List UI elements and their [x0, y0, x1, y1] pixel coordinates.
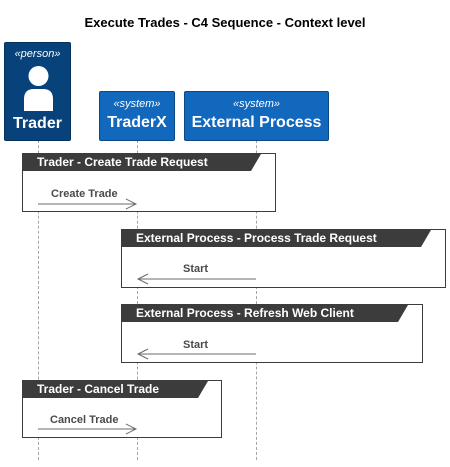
participant-trader-stereotype: «person» [14, 48, 61, 60]
group-create-trade-request: Trader - Create Trade Request [22, 153, 276, 212]
arrowhead-process-start [136, 273, 149, 285]
message-label-create-trade: Create Trade [51, 188, 118, 200]
arrowhead-create-trade [125, 198, 138, 210]
group-cancel-trade-label: Trader - Cancel Trade [23, 381, 208, 398]
arrowhead-refresh-start [136, 348, 149, 360]
group-refresh-web-client-label: External Process - Refresh Web Client [122, 305, 408, 322]
group-create-trade-request-label: Trader - Create Trade Request [23, 154, 261, 171]
participant-external-process[interactable]: «system» External Process [184, 91, 329, 141]
participant-traderx-name: TraderX [107, 114, 167, 131]
message-label-process-start: Start [183, 263, 209, 275]
group-refresh-web-client: External Process - Refresh Web Client [121, 304, 423, 363]
group-process-trade-request-label: External Process - Process Trade Request [122, 230, 431, 247]
person-icon [23, 63, 54, 116]
lifeline-trader [38, 110, 39, 460]
participant-traderx-stereotype: «system» [113, 98, 161, 110]
participant-trader-name: Trader [13, 115, 62, 132]
participant-trader[interactable]: «person» Trader [4, 42, 71, 141]
group-cancel-trade: Trader - Cancel Trade [22, 380, 222, 438]
participant-external-process-stereotype: «system» [232, 98, 281, 110]
message-label-refresh-start: Start [183, 339, 209, 351]
participant-traderx[interactable]: «system» TraderX [99, 91, 175, 141]
participant-external-process-name: External Process [191, 114, 322, 131]
diagram-title: Execute Trades - C4 Sequence - Context l… [84, 15, 366, 30]
group-process-trade-request: External Process - Process Trade Request [121, 229, 446, 288]
arrowhead-cancel-trade [125, 423, 138, 435]
message-label-cancel-trade: Cancel Trade [50, 414, 119, 426]
